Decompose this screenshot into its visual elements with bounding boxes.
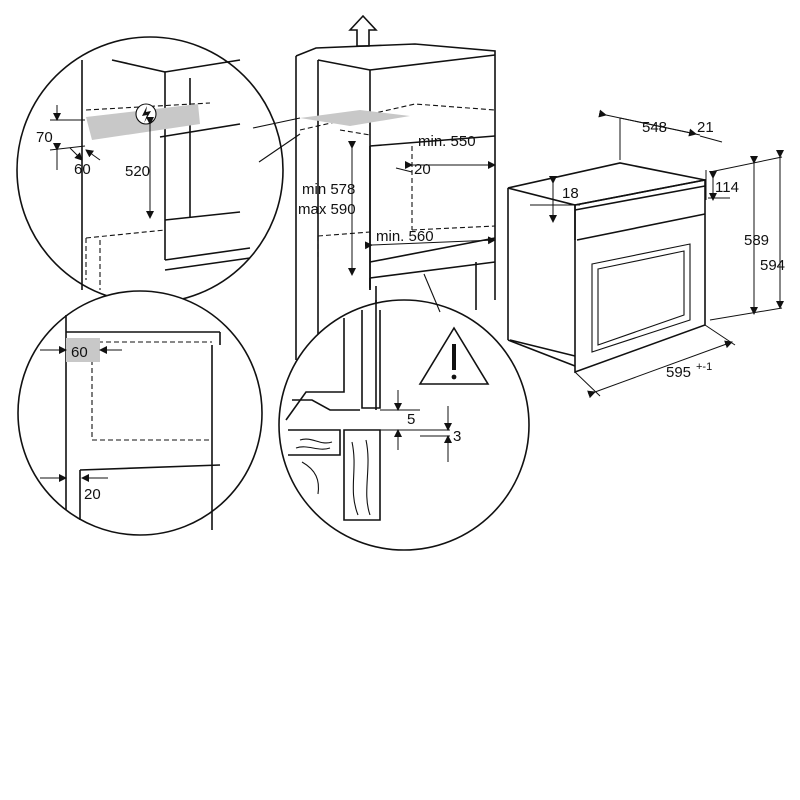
electric-warning-icon bbox=[135, 103, 157, 125]
c2-20-label: 20 bbox=[84, 486, 101, 503]
c1-70-label: 70 bbox=[36, 129, 53, 146]
oven: 548 21 18 114 589 594 595 +-1 bbox=[507, 109, 785, 399]
oven-height-589-label: 589 bbox=[744, 232, 769, 249]
up-arrow-icon bbox=[348, 14, 378, 47]
cab-20-label: 20 bbox=[414, 161, 431, 178]
oven-depth-label: 548 bbox=[642, 119, 667, 136]
c3-3-label: 3 bbox=[453, 428, 461, 445]
cab-height-min-label: min 578 bbox=[302, 181, 355, 198]
oven-21-label: 21 bbox=[697, 119, 714, 136]
detail-circle-top: 70 60 520 bbox=[16, 36, 301, 304]
detail-circle-bottom: 60 20 bbox=[17, 290, 263, 536]
oven-height-594-label: 594 bbox=[760, 257, 785, 274]
cabinet: min. 550 20 min 578 max 590 min. 560 bbox=[295, 14, 496, 360]
c1-520-label: 520 bbox=[125, 163, 150, 180]
detail-circle-center: 5 3 bbox=[278, 273, 530, 551]
c1-60-label: 60 bbox=[74, 161, 91, 178]
cab-height-max-label: max 590 bbox=[298, 201, 356, 218]
c2-60-label: 60 bbox=[71, 344, 88, 361]
oven-width-label: 595 bbox=[666, 364, 691, 381]
cab-min-550-label: min. 550 bbox=[418, 133, 476, 150]
caution-triangle-icon bbox=[418, 326, 490, 385]
oven-width-tolerance-label: +-1 bbox=[696, 361, 712, 373]
c3-5-label: 5 bbox=[407, 411, 415, 428]
oven-114-label: 114 bbox=[715, 179, 739, 196]
oven-18-label: 18 bbox=[562, 185, 579, 202]
cab-min-560-label: min. 560 bbox=[376, 228, 434, 245]
